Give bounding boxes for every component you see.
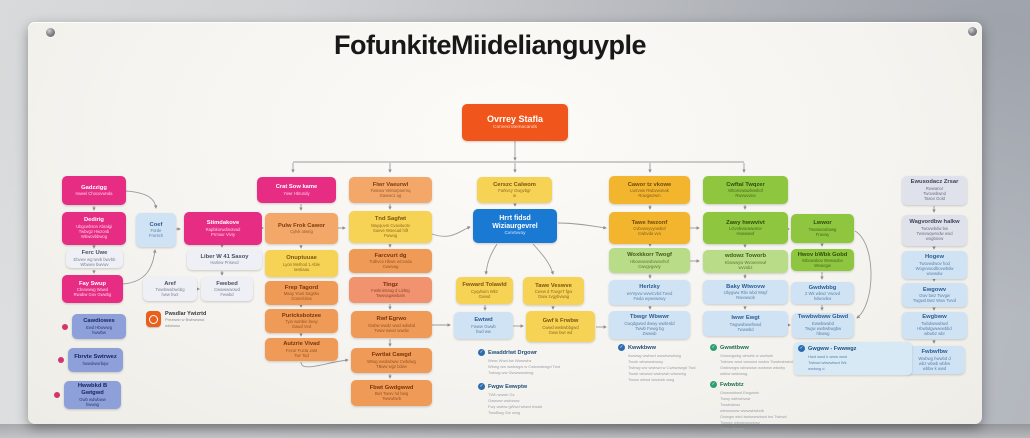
screw-icon <box>46 28 55 37</box>
legend-line: wbdwwz <box>165 322 181 328</box>
screw-icon <box>968 27 977 36</box>
legend-item: Pwsdlar Ywizrtd Prezwnb w Bwbwwwd wbdwwz <box>146 311 206 328</box>
legend-line: Prezwnb w Bwbwwwd <box>165 317 205 322</box>
orange-badge-icon <box>146 311 161 327</box>
legend-title: Pwsdlar Ywizrtd <box>165 311 207 317</box>
wall-bottom-strip <box>0 424 1030 438</box>
diagram-title: FofunkiteMiidelianguyple <box>333 30 647 60</box>
